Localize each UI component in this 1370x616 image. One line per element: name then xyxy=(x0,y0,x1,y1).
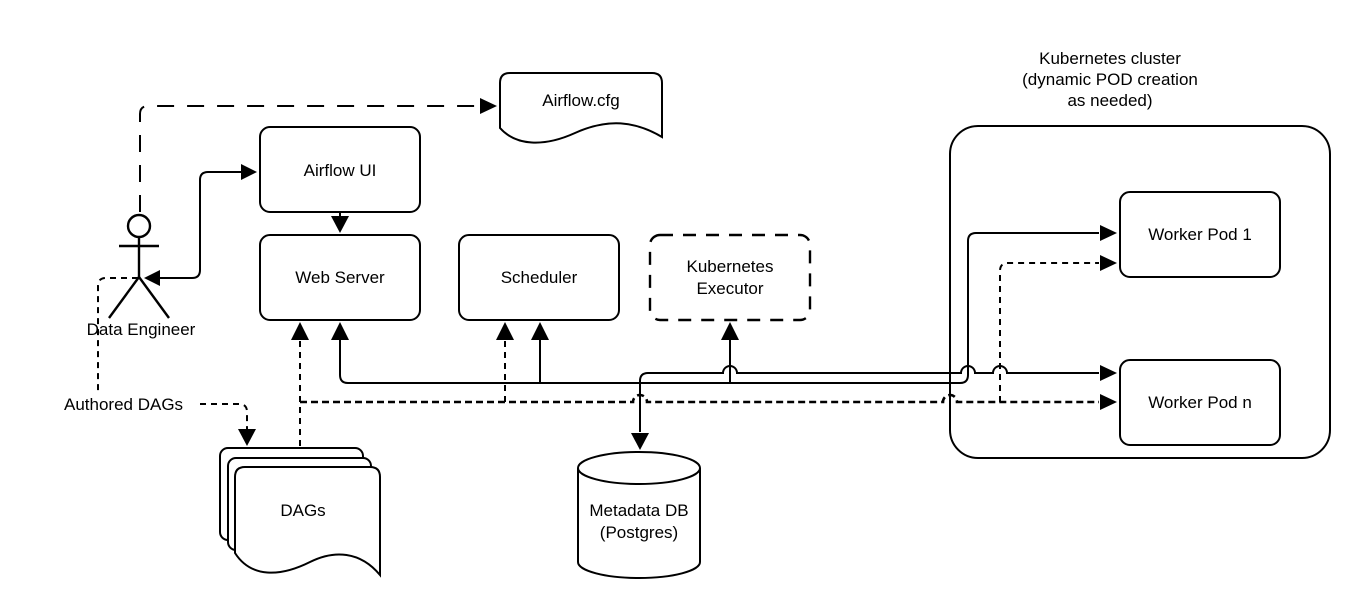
web-server-label: Web Server xyxy=(295,268,385,287)
node-worker-pod-n: Worker Pod n xyxy=(1119,359,1281,446)
arrowhead xyxy=(291,322,309,340)
edge-line xyxy=(200,403,248,430)
edge-airflow-ui-web-server xyxy=(331,213,349,233)
data-engineer-label: Data Engineer xyxy=(87,320,196,339)
scheduler-label: Scheduler xyxy=(501,268,578,287)
edge-line xyxy=(339,232,1099,384)
arrowhead xyxy=(241,164,257,180)
arrowhead xyxy=(480,98,497,114)
worker-pod-n-box xyxy=(1119,359,1281,446)
node-dags: DAGs xyxy=(219,447,381,578)
arrowhead xyxy=(531,322,549,340)
node-airflow-cfg: Airflow.cfg xyxy=(499,72,663,144)
arrowhead xyxy=(331,322,349,340)
node-scheduler: Scheduler xyxy=(458,234,620,321)
worker-pod-n-label: Worker Pod n xyxy=(1148,393,1252,412)
metadata-db-label-line2: (Postgres) xyxy=(600,523,678,542)
arrowhead xyxy=(238,429,256,446)
kubernetes-cluster-label-line3: as needed) xyxy=(1067,91,1152,110)
metadata-db-label-line1: Metadata DB xyxy=(589,501,688,520)
node-worker-pod-1: Worker Pod 1 xyxy=(1119,191,1281,278)
edge-line xyxy=(97,277,138,395)
edge-dags-web-server xyxy=(291,322,309,446)
worker-pod-1-label: Worker Pod 1 xyxy=(1148,225,1252,244)
edge-line xyxy=(139,105,479,212)
arrowhead xyxy=(631,433,649,450)
arrowhead xyxy=(721,322,739,340)
node-data-engineer: Data Engineer xyxy=(87,213,196,339)
airflow-cfg-label: Airflow.cfg xyxy=(542,91,619,110)
worker-pod-1-box xyxy=(1119,191,1281,278)
document-shape xyxy=(499,72,663,144)
scheduler-box xyxy=(458,234,620,321)
web-server-box xyxy=(259,234,421,321)
node-kubernetes-executor: Kubernetes Executor xyxy=(648,233,812,322)
airflow-ui-box xyxy=(259,126,421,213)
node-web-server: Web Server xyxy=(259,234,421,321)
kubernetes-cluster-label-line1: Kubernetes cluster xyxy=(1039,49,1181,68)
node-airflow-ui: Airflow UI xyxy=(259,126,421,213)
arrowhead xyxy=(331,216,349,233)
kubernetes-executor-label-line2: Executor xyxy=(696,279,763,298)
dags-sheet-front xyxy=(234,466,381,578)
edge-data-engineer-airflow-cfg xyxy=(139,98,497,212)
edge-metadata-db-worker-pod-n xyxy=(631,365,1117,450)
cylinder-top xyxy=(577,451,701,485)
arrowhead xyxy=(1100,225,1117,241)
arrowhead xyxy=(1100,365,1117,381)
arrowhead xyxy=(496,322,514,340)
arrowhead xyxy=(1100,394,1117,410)
arrowhead xyxy=(1100,255,1117,271)
dags-label: DAGs xyxy=(280,501,325,520)
authored-dags-label: Authored DAGs xyxy=(64,395,183,414)
airflow-ui-label: Airflow UI xyxy=(304,161,377,180)
node-metadata-db: Metadata DB (Postgres) xyxy=(577,451,701,579)
arrowhead xyxy=(144,270,160,286)
cylinder-body xyxy=(577,468,701,579)
kubernetes-cluster-label-line2: (dynamic POD creation xyxy=(1022,70,1198,89)
actor-legs xyxy=(108,276,170,319)
edge-line xyxy=(158,171,241,279)
kubernetes-executor-box xyxy=(648,233,812,322)
edge-data-engineer-airflow-ui xyxy=(144,164,257,286)
actor-head xyxy=(126,213,152,239)
edge-line xyxy=(639,365,1099,432)
edge-solid-bus xyxy=(331,225,1117,384)
actor-icon xyxy=(108,213,170,319)
edge-authored-dags: Authored DAGs xyxy=(64,277,256,446)
edge-dag-distribution-bus xyxy=(300,255,1117,410)
kubernetes-executor-label-line1: Kubernetes xyxy=(687,257,774,276)
edge-line-worker-pod-1-branch xyxy=(999,262,1099,402)
